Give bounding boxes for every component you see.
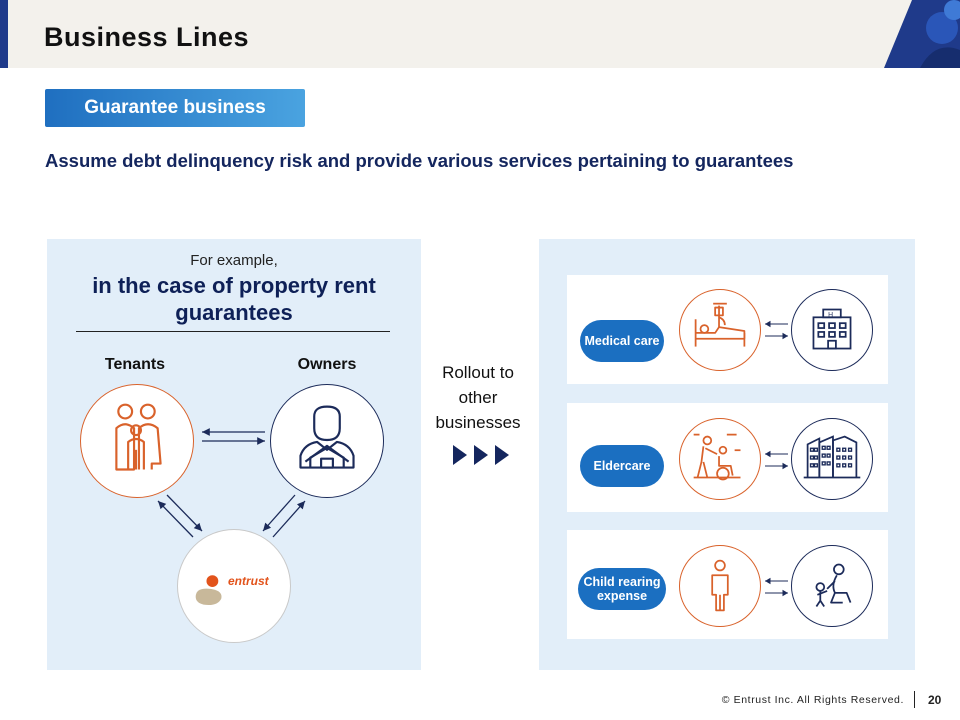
owners-circle bbox=[270, 384, 384, 498]
care-facility-building-icon bbox=[803, 435, 861, 479]
child-service-circle bbox=[679, 545, 761, 627]
tenants-label: Tenants bbox=[104, 356, 166, 373]
page-title: Business Lines bbox=[44, 22, 250, 52]
header-accent-bar bbox=[0, 0, 8, 68]
guarantee-business-badge: Guarantee business bbox=[45, 89, 305, 127]
footer-divider bbox=[914, 691, 915, 708]
medical-care-pill: Medical care bbox=[580, 320, 664, 362]
entrust-circle: entrust bbox=[177, 529, 291, 643]
owners-label: Owners bbox=[297, 356, 357, 373]
owner-house-icon bbox=[299, 405, 355, 469]
medical-exchange-arrows bbox=[765, 320, 788, 340]
corner-decoration-icon bbox=[884, 0, 960, 68]
child-rearing-pill: Child rearing expense bbox=[578, 568, 666, 610]
forward-arrows-icon bbox=[453, 445, 509, 465]
rollout-text: Rollout to other businesses bbox=[435, 363, 521, 432]
parent-child-circle bbox=[791, 545, 873, 627]
svg-text:H: H bbox=[828, 311, 833, 318]
student-icon bbox=[711, 559, 729, 612]
family-icon bbox=[115, 403, 162, 471]
eldercare-pill: Eldercare bbox=[580, 445, 664, 487]
parent-child-icon bbox=[815, 563, 852, 607]
wheelchair-caregiver-icon bbox=[693, 433, 741, 481]
entrust-logo-icon bbox=[195, 575, 222, 606]
copyright-text: © Entrust Inc. All Rights Reserved. bbox=[721, 694, 904, 706]
hospital-facility-circle: H bbox=[791, 289, 873, 371]
page-number: 20 bbox=[928, 693, 942, 707]
medical-service-circle bbox=[679, 289, 761, 371]
child-exchange-arrows bbox=[765, 577, 788, 597]
subtitle: Assume debt delinquency risk and provide… bbox=[45, 150, 794, 171]
heading-divider bbox=[76, 331, 390, 332]
example-intro: For example, bbox=[190, 252, 278, 269]
hospital-bed-icon bbox=[694, 302, 746, 347]
care-facility-circle bbox=[791, 418, 873, 500]
relationship-arrows bbox=[157, 428, 306, 538]
example-heading: in the case of property rent guarantees bbox=[92, 273, 376, 325]
eldercare-exchange-arrows bbox=[765, 450, 788, 470]
hospital-building-icon: H bbox=[812, 308, 852, 350]
eldercare-service-circle bbox=[679, 418, 761, 500]
tenants-circle bbox=[80, 384, 194, 498]
entrust-logo-text: entrust bbox=[228, 574, 269, 588]
header-bar bbox=[0, 0, 960, 68]
